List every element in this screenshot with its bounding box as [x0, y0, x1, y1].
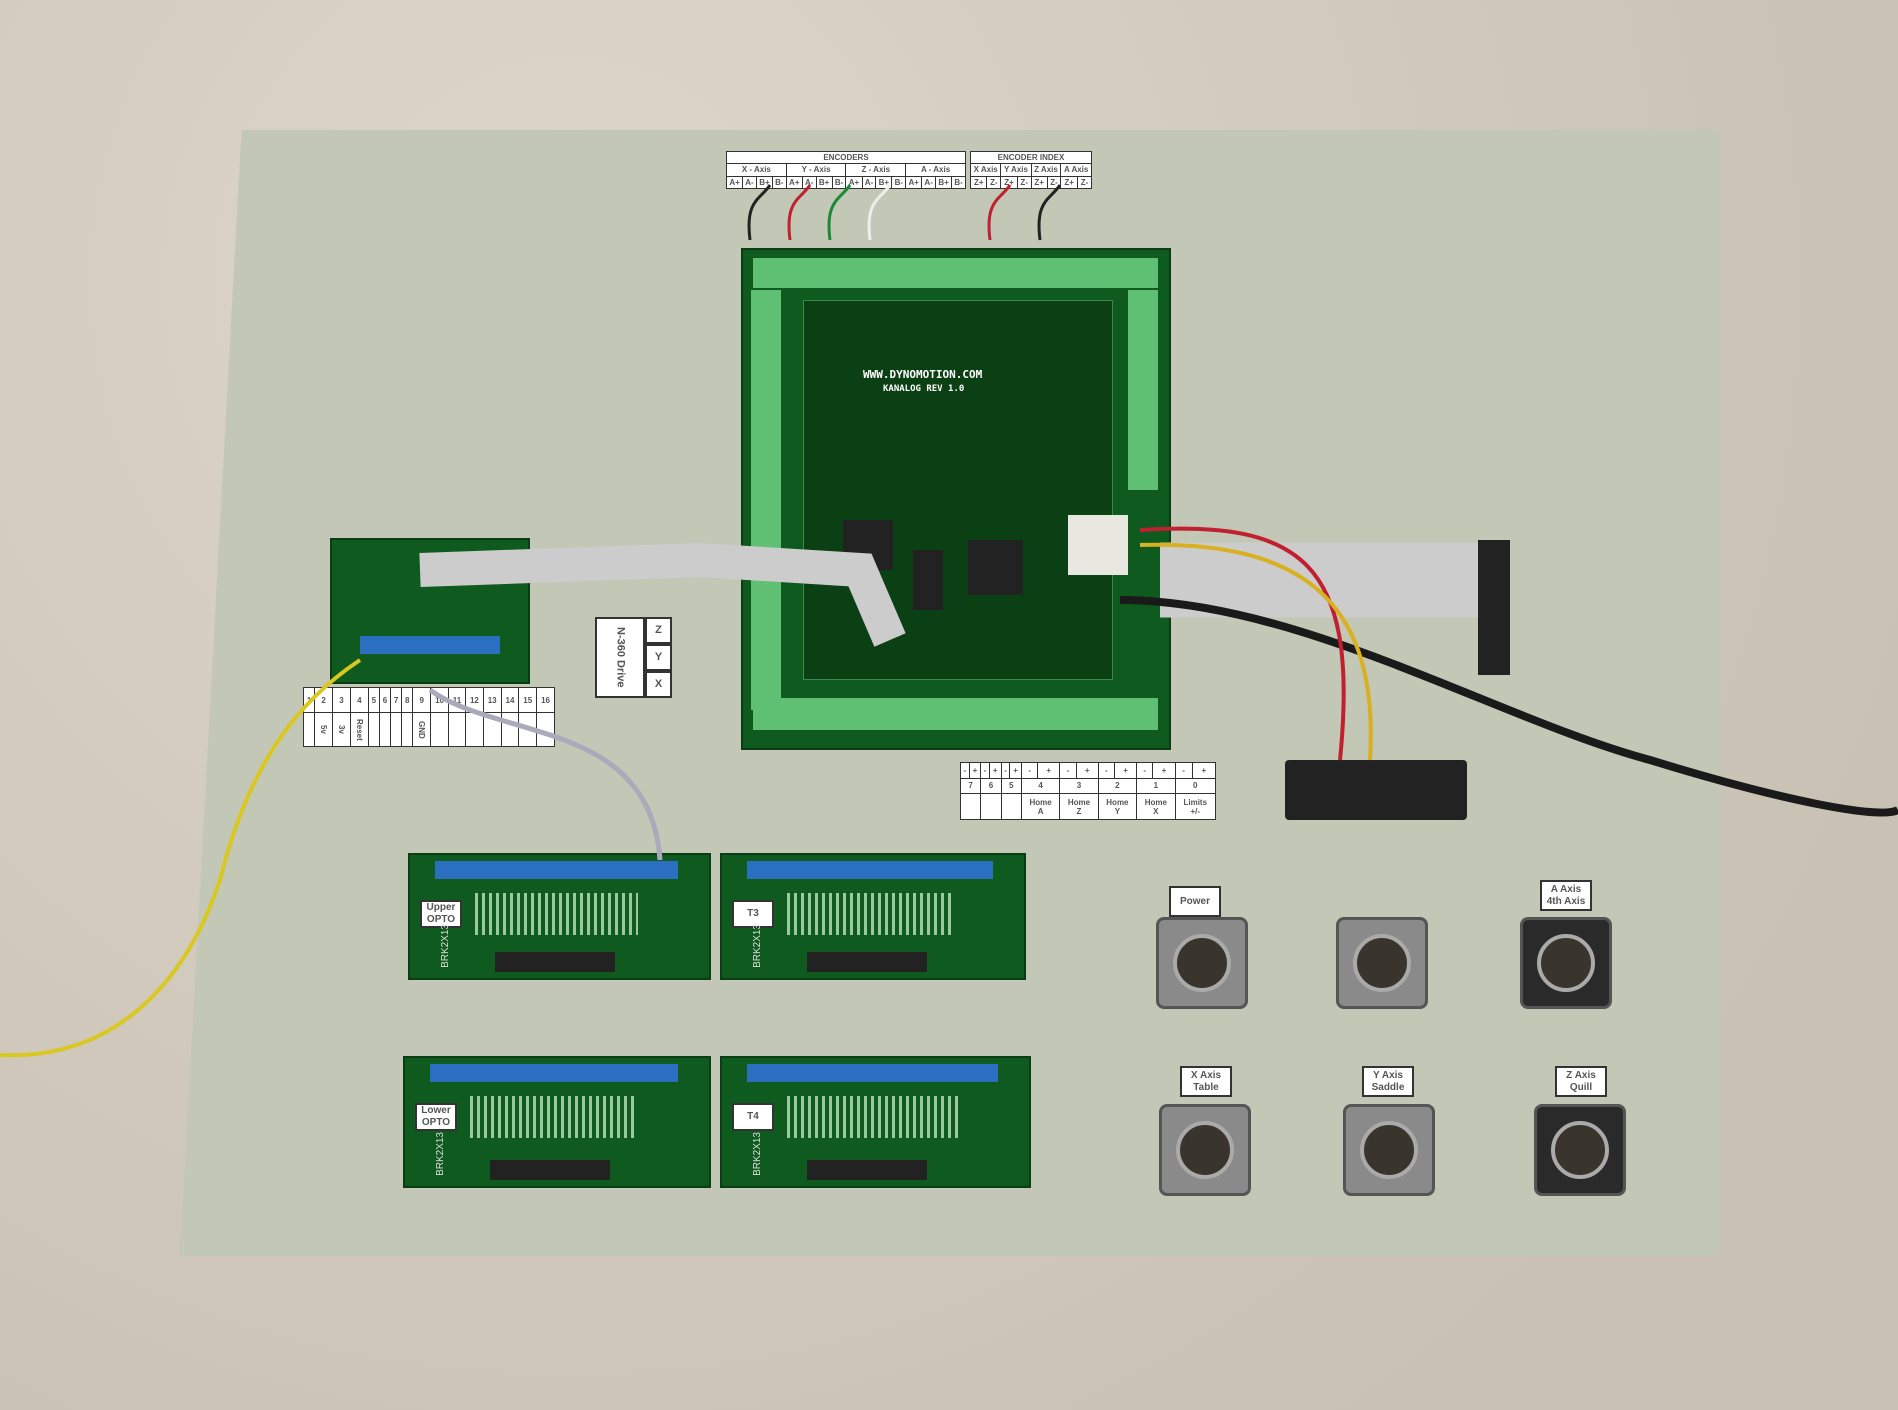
- yellow-wire: [0, 658, 362, 1058]
- encoder-pin: B+: [935, 175, 953, 190]
- breakout-label: T4: [732, 1103, 774, 1131]
- usb-cable: [1119, 596, 1898, 817]
- breakout-label: T3: [732, 900, 774, 928]
- pin-name: 3v: [332, 712, 351, 747]
- encoder-pin: A+: [785, 175, 803, 190]
- axis-x: X: [645, 671, 672, 698]
- index-pin: Z-: [1076, 175, 1093, 190]
- encoder-pin: A-: [921, 175, 937, 190]
- pin-name: GND: [412, 712, 432, 747]
- circular-connector: [1520, 917, 1612, 1009]
- yellow-power-wire: [1139, 542, 1373, 761]
- breakout-label: Upper OPTO: [420, 900, 462, 928]
- encoder-pin: A+: [725, 175, 744, 190]
- output-name: Home X: [1136, 793, 1176, 820]
- pin-number: 12: [465, 687, 484, 713]
- pin-name: [367, 712, 380, 747]
- pin-name: [302, 712, 316, 747]
- kanalog-board: WWW.DYNOMOTION.COM KANALOG REV 1.0: [741, 248, 1171, 750]
- encoder-pin: B+: [815, 175, 833, 190]
- polarity: +: [1191, 762, 1217, 779]
- circular-connector: [1159, 1104, 1251, 1196]
- output-name: Home Z: [1059, 793, 1099, 820]
- polarity: -: [1059, 762, 1077, 779]
- connector-label: Power: [1169, 886, 1221, 917]
- index-pin: Z+: [969, 175, 988, 190]
- output-name: Home Y: [1097, 793, 1138, 820]
- output-name: Home A: [1020, 793, 1061, 820]
- board-model: KANALOG REV 1.0: [883, 384, 965, 394]
- output-name: Limits +/-: [1174, 793, 1217, 820]
- ribbon-connector: [1478, 540, 1510, 675]
- pin-number: 8: [401, 687, 414, 713]
- red-wire: [1139, 526, 1346, 761]
- pin-name: [378, 712, 392, 747]
- breakout-board: T3 BRK2X13: [720, 853, 1026, 980]
- encoder-pin: B-: [771, 175, 787, 190]
- pin-name: [447, 712, 467, 747]
- connector-label: Y Axis Saddle: [1362, 1066, 1414, 1097]
- pin-name: [390, 712, 403, 747]
- board-url: WWW.DYNOMOTION.COM: [863, 368, 983, 381]
- n360-drive-label: N-360 Drive: [595, 617, 645, 698]
- index-pin: Z-: [986, 175, 1002, 190]
- output-name: [1000, 793, 1022, 820]
- index-pin: Z+: [1030, 175, 1048, 190]
- circular-connector: [1534, 1104, 1626, 1196]
- connector-label: A Axis 4th Axis: [1540, 880, 1592, 911]
- breakout-board: T4 BRK2X13: [720, 1056, 1031, 1188]
- circular-connector: [1156, 917, 1248, 1009]
- connector-label: X Axis Table: [1180, 1066, 1232, 1097]
- breakout-board: Lower OPTO BRK2X13: [403, 1056, 711, 1188]
- connector-label: Z Axis Quill: [1555, 1066, 1607, 1097]
- breakout-label: Lower OPTO: [415, 1103, 457, 1131]
- circular-connector: [1336, 917, 1428, 1009]
- drive-label: N-360 Drive Z Y X: [595, 617, 672, 698]
- circular-connector: [1343, 1104, 1435, 1196]
- terminal-strip: [1285, 760, 1467, 820]
- encoder-pin: B-: [951, 175, 966, 190]
- ribbon-cable: [419, 542, 906, 647]
- breakout-board: Upper OPTO BRK2X13: [408, 853, 711, 980]
- pin-name: 5v: [314, 712, 334, 747]
- axis-y: Y: [645, 644, 672, 671]
- encoder-pin: A+: [905, 175, 923, 190]
- pin-name: [401, 712, 414, 747]
- axis-z: Z: [645, 617, 672, 644]
- multicolor-wires: [428, 687, 663, 861]
